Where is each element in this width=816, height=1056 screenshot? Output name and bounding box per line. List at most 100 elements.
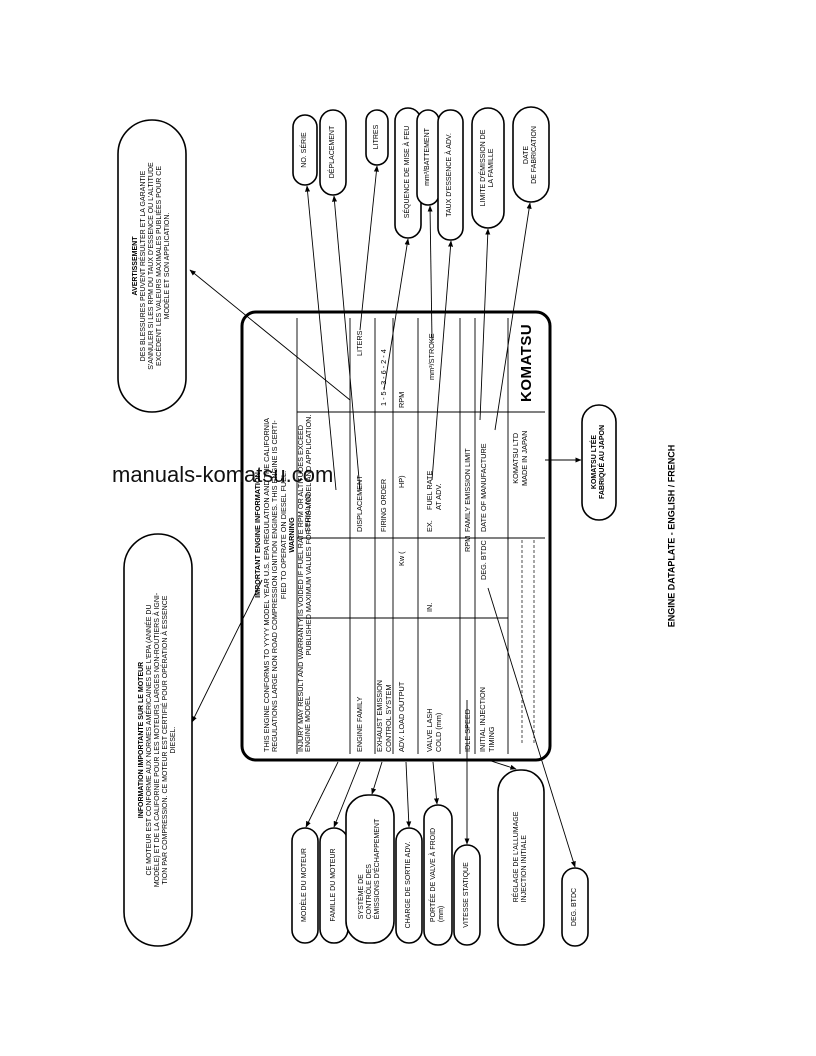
leader-charge: [405, 761, 412, 828]
avertissement-line-4: MODÈLE ET SON APPLICATION.: [164, 212, 171, 320]
information-title: INFORMATION IMPORTANTE SUR LE MOTEUR: [138, 661, 145, 819]
mm3-battement-label: mm³/BATTEMENT: [424, 128, 431, 186]
plate-idle-speed: IDLE SPEED: [463, 709, 472, 752]
information-line-1: CE MOTEUR EST CONFORME AUX NORMES AMÉRIC…: [146, 604, 153, 876]
plate-warning-line-2: PUBLISHED MAXIMUM VALUES FOR THIS MODEL …: [304, 414, 313, 656]
avertissement-line-1: DES BLESSURES PEUVENT RÉSULTER ET LA GAR…: [140, 170, 147, 362]
box-systeme: [345, 794, 395, 944]
plate-liters: LITERS: [355, 330, 364, 356]
leader-deg-btdc: [487, 587, 576, 868]
sequence-label: SÉQUENCE DE MISE À FEU: [404, 125, 411, 219]
plate-paragraph: IMPORTANT ENGINE INFORMATION THIS ENGINE…: [253, 318, 314, 752]
modele-moteur-label: MODÈLE DU MOTEUR: [301, 848, 308, 922]
leader-systeme: [371, 761, 383, 795]
avertissement-line-2: S'ANNULER SI LES RPM DU TAUX D'ESSENCE O…: [148, 162, 155, 370]
limite-line-2: LA FAMILLE: [488, 148, 495, 188]
plate-displacement: DISPLACEMENT: [355, 475, 364, 532]
leader-information: [191, 579, 263, 723]
box-charge: [395, 827, 423, 944]
komatsu-ltee-line-1: KOMATSU LTÉE: [591, 434, 598, 490]
information-line-4: DIESEL.: [170, 726, 177, 754]
leader-reglage: [487, 759, 517, 770]
leader-deplacement: [331, 195, 361, 491]
taux-essence-label: TAUX D'ESSENCE À ADV.: [446, 133, 453, 217]
reglage-line-1: RÉGLAGE DE L'ALLUMAGE: [513, 811, 520, 903]
leader-taux: [431, 240, 454, 481]
box-litres: [365, 109, 389, 166]
systeme-label: SYSTÈME DE CONTRÔLE DES ÉMISSIONS D'ÉCHA…: [358, 819, 382, 920]
leader-date: [494, 202, 532, 431]
leader-sequence: [383, 238, 410, 391]
plate-valve-lash: VALVE LASH COLD (mm): [425, 708, 443, 752]
plate-deg-btdc: DEG. BTDC: [479, 540, 488, 580]
litres-label: LITRES: [373, 124, 380, 150]
plate-family-emission-limit: FAMILY EMISSION LIMIT: [463, 448, 472, 532]
komatsu-ltee-line-2: FABRIQUÉ AU JAPON: [599, 424, 606, 500]
portee-label: PORTÉE DE VALVE À FROID (mm): [430, 828, 446, 922]
no-serie-label: NO. SÉRIE: [301, 132, 308, 168]
plate-engine-family: ENGINE FAMILY: [355, 696, 364, 752]
reglage-label: RÉGLAGE DE L'ALLUMAGE INJECTION INITIALE: [513, 812, 529, 903]
plate-serial-no: SERIAL NO.: [303, 491, 312, 532]
systeme-line-3: ÉMISSIONS D'ÉCHAPPEMENT: [374, 818, 381, 920]
plate-valve-lash-line-2: COLD (mm): [433, 712, 443, 752]
box-vitesse: [453, 844, 481, 946]
plate-grid: [296, 318, 545, 754]
deg-btdc-label: DEG. BTDC: [571, 887, 578, 927]
plate-firing-values: 1 - 5 - 3 - 6 - 2 - 4: [379, 349, 388, 406]
leader-limite: [479, 228, 491, 421]
plate-hp: HP): [397, 475, 406, 488]
avertissement-text: AVERTISSEMENT DES BLESSURES PEUVENT RÉSU…: [132, 162, 172, 369]
avertissement-title: AVERTISSEMENT: [132, 236, 139, 296]
information-line-2: MODÈLE) ET DE LA CALIFORNIE POUR LES MOT…: [154, 592, 161, 888]
plate-exhaust-emission: EXHAUST EMISSION CONTROL SYSTEM: [375, 680, 393, 752]
komatsu-ltee-label: KOMATSU LTÉE FABRIQUÉ AU JAPON: [591, 425, 607, 499]
box-komatsu-ltee: [581, 404, 617, 521]
date-line-2: DE FABRICATION: [531, 126, 538, 184]
avertissement-line-3: EXCÈDENT LES VALEURS MAXIMALES PUBLIÉES …: [156, 165, 163, 367]
plate-initial-injection: INITIAL INJECTION TIMING: [478, 687, 496, 752]
plate-firing-order: FIRING ORDER: [379, 478, 388, 532]
watermark: manuals-komatsu.com: [112, 462, 334, 487]
vitesse-label: VITESSE STATIQUE: [463, 862, 470, 928]
portee-line-2: (mm): [438, 905, 445, 923]
plate-idle-rpm: RPM: [463, 535, 472, 552]
box-information: [123, 533, 193, 947]
limite-label: LIMITE D'ÉMISSION DE LA FAMILLE: [480, 130, 496, 207]
reglage-line-2: INJECTION INITIALE: [521, 835, 528, 903]
box-modele: [291, 827, 319, 944]
plate-adv-load-output: ADV. LOAD OUTPUT: [397, 681, 406, 752]
plate-rpm: RPM: [397, 391, 406, 408]
plate-in: IN.: [425, 602, 434, 612]
famille-moteur-label: FAMILLE DU MOTEUR: [330, 848, 337, 922]
leader-portee: [432, 761, 439, 805]
box-no-serie: [292, 114, 318, 186]
information-text: INFORMATION IMPORTANTE SUR LE MOTEUR CE …: [138, 593, 178, 887]
plate-manufacturer: KOMATSU LTD MADE IN JAPAN: [511, 430, 529, 486]
plate-made-in-japan: MADE IN JAPAN: [519, 430, 529, 486]
box-portee: [423, 804, 453, 946]
plate-date-of-manufacture: DATE OF MANUFACTURE: [479, 443, 488, 532]
leader-mm3: [427, 205, 433, 341]
systeme-line-1: SYSTÈME DE: [358, 874, 365, 920]
box-reglage: [497, 769, 545, 946]
plate-exhaust-line-2: CONTROL SYSTEM: [383, 684, 393, 752]
plate-kw: Kw (: [397, 551, 406, 566]
plate-engine-model: ENGINE MODEL: [303, 696, 312, 752]
komatsu-logo: KOMATSU: [518, 323, 535, 402]
box-limite: [471, 107, 505, 229]
date-label: DATE DE FABRICATION: [523, 126, 539, 184]
plate-fuel-rate: FUEL RATE AT ADV.: [425, 471, 443, 510]
leader-avertissement: [189, 269, 351, 401]
charge-sortie-label: CHARGE DE SORTIE ADV.: [405, 841, 412, 929]
date-line-1: DATE: [523, 145, 530, 165]
deplacement-label: DÉPLACEMENT: [329, 125, 336, 179]
leader-famille: [333, 761, 361, 828]
plate-fuel-rate-line-2: AT ADV.: [433, 483, 443, 510]
portee-line-1: PORTÉE DE VALVE À FROID: [430, 827, 437, 923]
page-title: ENGINE DATAPLATE - ENGLISH / FRENCH: [666, 444, 677, 628]
leader-no-serie: [305, 185, 337, 491]
information-line-3: TION PAR COMPRESSION. CE MOTEUR EST CERT…: [162, 595, 169, 885]
box-avertissement: [117, 119, 187, 413]
